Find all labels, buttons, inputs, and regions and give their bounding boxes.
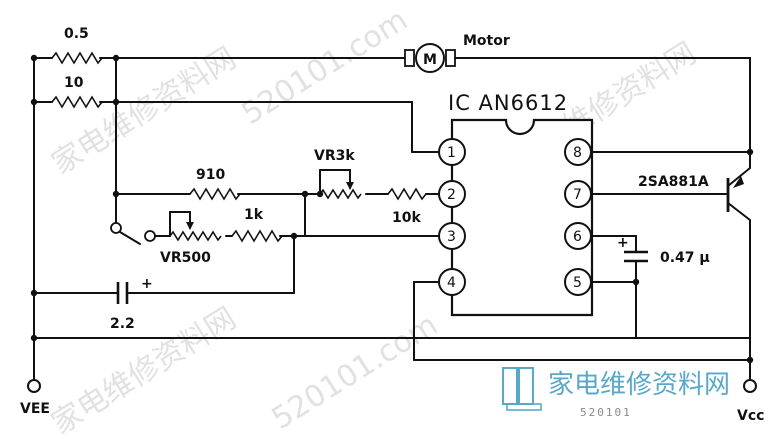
switch-contact-right [144,230,156,242]
watermark-url-2: 520101.com [266,307,444,436]
label-r-1k: 1k [244,207,264,223]
motor: M Motor [404,33,751,151]
cap-out-polarity: + [617,235,629,251]
pin2-network: 910 VR3k 10k [112,148,440,237]
pin-8: 8 [564,138,592,166]
label-r-10: 10 [64,75,84,91]
pin3-network: VR500 1k [110,193,440,294]
vee-bus: VEE [20,334,751,417]
label-r-10k: 10k [392,210,421,226]
capacitor-2-2: + 2.2 [30,276,295,332]
watermark-text-3: 家电维修资料网 [46,301,243,439]
label-r-910: 910 [196,167,225,183]
transistor-2sa881a: 2SA881A Vcc [590,148,764,424]
svg-text:7: 7 [573,187,582,203]
label-cap-0-47: 0.47 μ [660,250,710,266]
top-resistors: 0.5 10 [30,26,413,341]
ic-an6612: IC AN6612 1 2 3 4 5 6 7 [438,91,594,317]
pin-7: 7 [564,180,592,208]
logo-icon [502,367,542,411]
potentiometer-vr3k [319,188,362,200]
switch-lever [119,231,141,245]
pin-5: 5 [564,268,592,296]
cap-in-polarity: + [141,276,153,292]
resistor-1k [231,229,283,243]
resistor-910 [189,187,241,201]
resistor-10k [387,187,427,201]
pin1-wire [411,101,440,153]
pin-4: 4 [438,268,466,296]
watermark-url-1: 520101.com [236,2,414,131]
motor-symbol: M [423,52,437,68]
svg-text:2: 2 [447,187,456,203]
pin-3: 3 [438,222,466,250]
svg-text:1: 1 [447,145,456,161]
pin-1: 1 [438,138,466,166]
label-vr500: VR500 [160,250,211,266]
resistor-10 [51,95,103,109]
ic-title: IC AN6612 [448,91,568,115]
pin-2: 2 [438,180,466,208]
svg-text:3: 3 [447,229,456,245]
vcc-terminal [743,379,757,393]
label-vr3k: VR3k [314,148,355,164]
site-logo: 家电维修资料网 520101 [502,367,730,419]
resistor-0-5 [51,51,103,65]
potentiometer-vr500 [169,230,222,242]
label-vcc: Vcc [737,408,764,424]
label-transistor: 2SA881A [638,174,709,190]
label-cap-2-2: 2.2 [110,316,135,332]
pin456-wiring: + 0.47 μ [413,235,751,361]
label-r-0-5: 0.5 [64,26,89,42]
switch-contact-left [110,222,122,234]
svg-text:6: 6 [573,229,582,245]
pin-6: 6 [564,222,592,250]
svg-text:5: 5 [573,275,582,291]
svg-text:8: 8 [573,145,582,161]
svg-text:4: 4 [447,275,456,291]
logo-url: 520101 [580,406,632,419]
vee-terminal [27,379,41,393]
label-vee: VEE [20,401,50,417]
logo-text: 家电维修资料网 [548,370,730,400]
label-motor: Motor [463,33,510,49]
